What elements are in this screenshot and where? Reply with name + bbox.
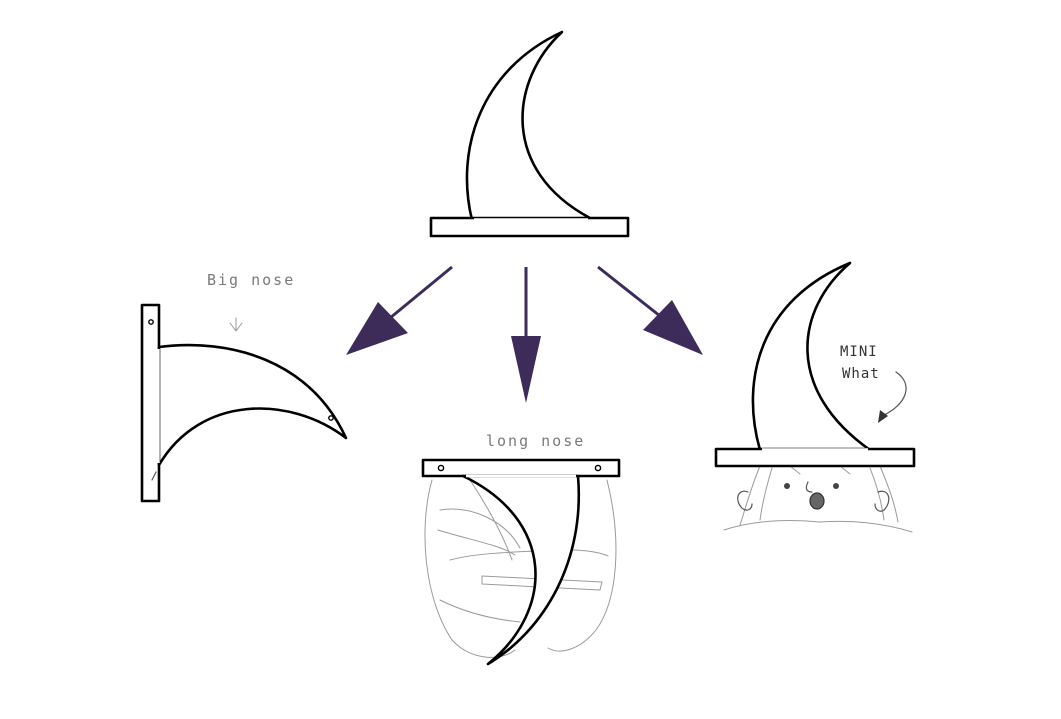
mini-hat-brim: [714, 447, 916, 468]
face-contour-3: [449, 549, 609, 561]
arrow-left: [346, 265, 453, 355]
face-outline-left: [424, 479, 516, 658]
face-contour-2: [437, 529, 516, 556]
base-hat-body: [465, 30, 592, 222]
big-nose-hole-tip: [328, 415, 334, 421]
arrow-right: [597, 265, 703, 355]
hair-left-1: [739, 465, 761, 526]
long-nose-hole-right: [594, 464, 602, 472]
face-contour-1: [439, 508, 521, 549]
long-nose-variant: long nose: [421, 432, 621, 666]
long-nose-label: long nose: [486, 432, 585, 450]
arrow-left-head: [346, 302, 408, 355]
ear-right: [874, 490, 890, 512]
arrow-left-shaft: [389, 265, 453, 320]
arrow-center: [511, 267, 541, 403]
ear-left: [737, 490, 753, 511]
arrow-center-head: [511, 336, 541, 403]
eye-left: [784, 483, 790, 489]
arrow-right-head: [643, 300, 703, 355]
mouth-open: [809, 492, 825, 510]
big-nose-brim: [140, 303, 161, 503]
hair-strands: [789, 465, 851, 475]
big-nose-hole-top: [148, 319, 154, 325]
face-contour-5: [469, 479, 513, 561]
shoulders: [723, 519, 913, 533]
big-nose-tick: [151, 471, 157, 481]
nose: [805, 481, 813, 493]
eye-right: [833, 483, 839, 489]
big-nose-shape: [157, 343, 348, 467]
long-nose-hole-left: [437, 464, 445, 472]
hair-right-2: [879, 465, 899, 523]
big-nose-pointer-icon: [229, 317, 243, 332]
mini-hat-head-sketch: [723, 465, 913, 533]
mini-hat-pointer-arrowhead-icon: [878, 410, 888, 423]
mini-hat-body: [751, 261, 872, 452]
base-hat-shape: [429, 30, 630, 238]
long-nose-brim: [421, 458, 621, 478]
face-contour-4: [439, 599, 521, 623]
long-nose-shape: [461, 474, 581, 666]
arrow-right-shaft: [597, 265, 661, 318]
face-outline-right: [547, 479, 617, 652]
hair-right-1: [869, 467, 885, 521]
mini-hat-label-line1: MINI: [840, 344, 878, 360]
big-nose-label: Big nose: [207, 271, 295, 289]
big-nose-variant: Big nose: [140, 271, 348, 503]
base-hat-brim: [429, 216, 630, 238]
hair-left-2: [759, 467, 773, 521]
mini-hat-pointer-curve: [883, 371, 907, 416]
mini-hat-label-line2: What: [842, 366, 880, 382]
mini-hat-variant: MINI What: [714, 261, 916, 533]
